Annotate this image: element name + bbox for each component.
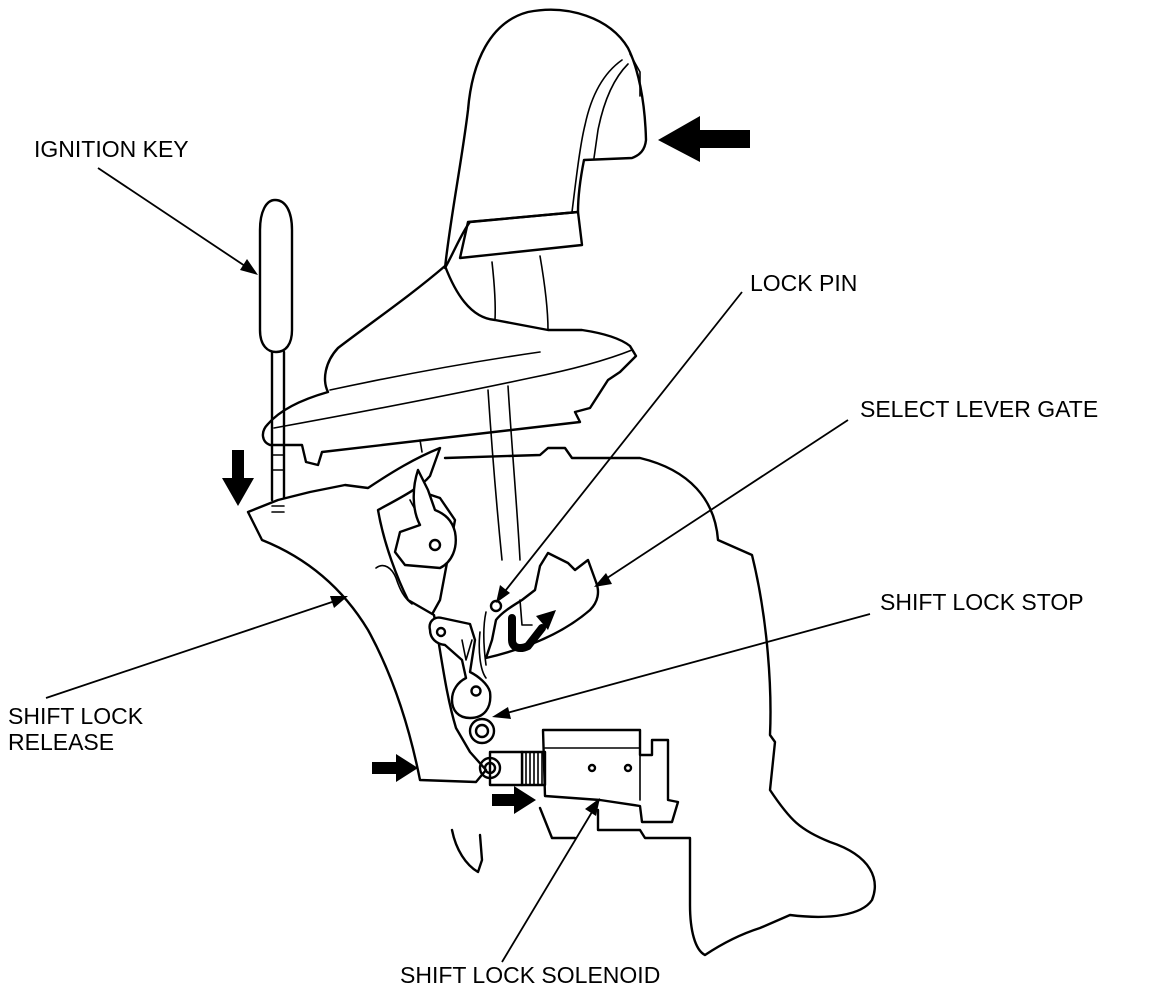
push-arrow-release xyxy=(372,754,418,782)
leader-shift-lock-solenoid xyxy=(501,801,599,963)
label-lock-pin: LOCK PIN xyxy=(750,270,857,296)
leader-select-lever-gate xyxy=(597,419,849,585)
label-shift-lock-release-line2: RELEASE xyxy=(8,729,114,755)
label-shift-lock-solenoid: SHIFT LOCK SOLENOID xyxy=(400,962,660,988)
shift-lock-linkage xyxy=(428,616,496,745)
lever-shaft xyxy=(487,385,521,561)
leader-shift-lock-release xyxy=(45,597,345,699)
rear-housing xyxy=(443,446,876,957)
leader-shift-lock-stop xyxy=(495,613,871,717)
shift-lock-release-lever xyxy=(246,446,488,784)
leader-lock-pin xyxy=(497,291,743,601)
ignition-key xyxy=(258,198,294,526)
label-shift-lock-stop: SHIFT LOCK STOP xyxy=(880,589,1084,615)
label-select-lever-gate: SELECT LEVER GATE xyxy=(860,396,1098,422)
push-arrow-down xyxy=(222,450,254,506)
shift-lock-solenoid xyxy=(478,728,680,824)
select-lever-gate xyxy=(482,551,600,666)
push-arrow-knob xyxy=(658,116,750,162)
console-cover xyxy=(261,264,638,467)
label-shift-lock-release-line1: SHIFT LOCK xyxy=(8,703,144,729)
leader-lines xyxy=(45,167,871,963)
select-lever-knob xyxy=(443,8,648,331)
leader-ignition-key xyxy=(97,167,255,273)
label-ignition-key: IGNITION KEY xyxy=(34,136,189,162)
gate-motion-arrow xyxy=(508,610,556,652)
push-arrow-solenoid xyxy=(492,786,536,814)
pivot-plate xyxy=(393,468,457,570)
